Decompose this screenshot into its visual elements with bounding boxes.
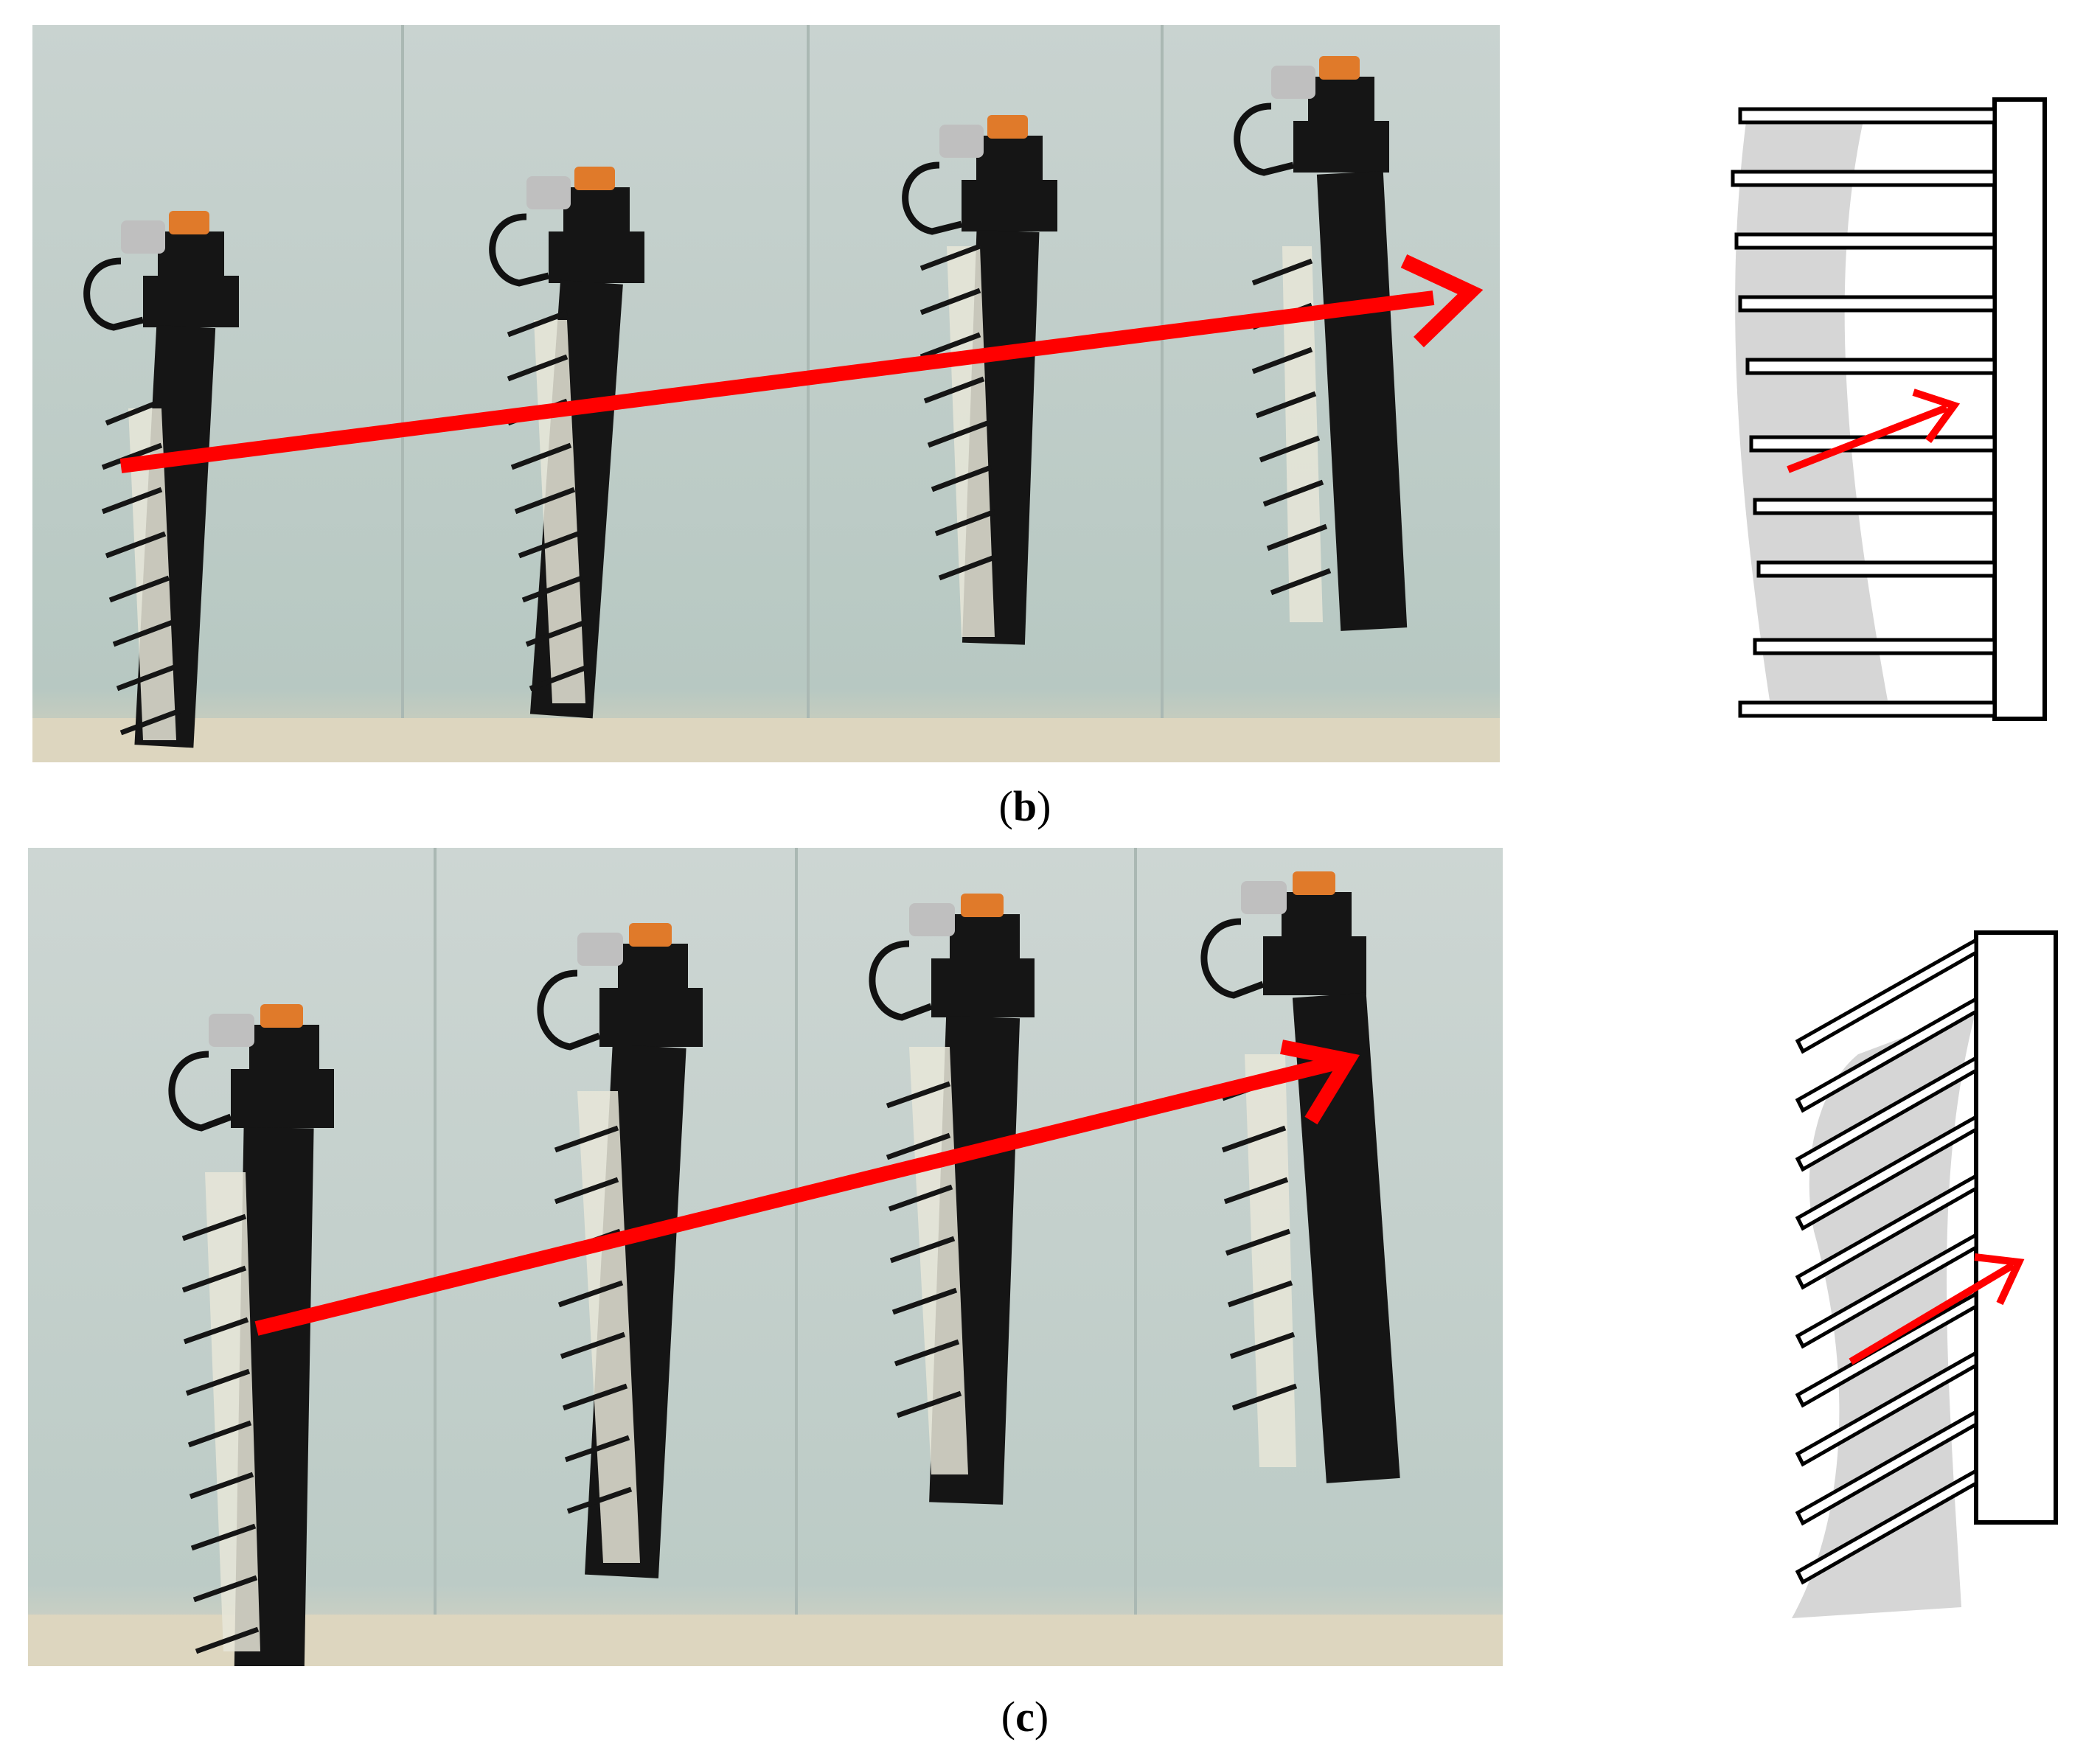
panel-c-caption: (c) — [1001, 1693, 1049, 1741]
panel-c-schematic — [1792, 930, 2058, 1618]
force-arrow — [1787, 389, 1961, 473]
rigid-base — [1992, 97, 2047, 721]
deformation-shade — [1792, 1010, 1976, 1618]
fin-array — [1731, 107, 1997, 718]
rigid-base — [1974, 930, 2058, 1525]
robot-frame-1 — [87, 211, 239, 748]
panel-b-schematic — [1731, 97, 2047, 721]
robot-frame-3 — [905, 115, 1057, 645]
robot-frame-1 — [172, 1004, 334, 1666]
motion-arrow — [119, 254, 1484, 473]
panel-c-photo-strip — [28, 848, 1503, 1666]
panel-b-photo-strip — [32, 25, 1500, 762]
robot-frame-3 — [872, 894, 1035, 1505]
tank-background — [32, 25, 1500, 762]
force-arrow — [1849, 1253, 2025, 1365]
panel-b-caption: (b) — [998, 782, 1051, 830]
deformation-shade — [1735, 111, 1888, 700]
robot-frame-4 — [1237, 56, 1408, 631]
motion-arrow — [254, 1040, 1360, 1336]
